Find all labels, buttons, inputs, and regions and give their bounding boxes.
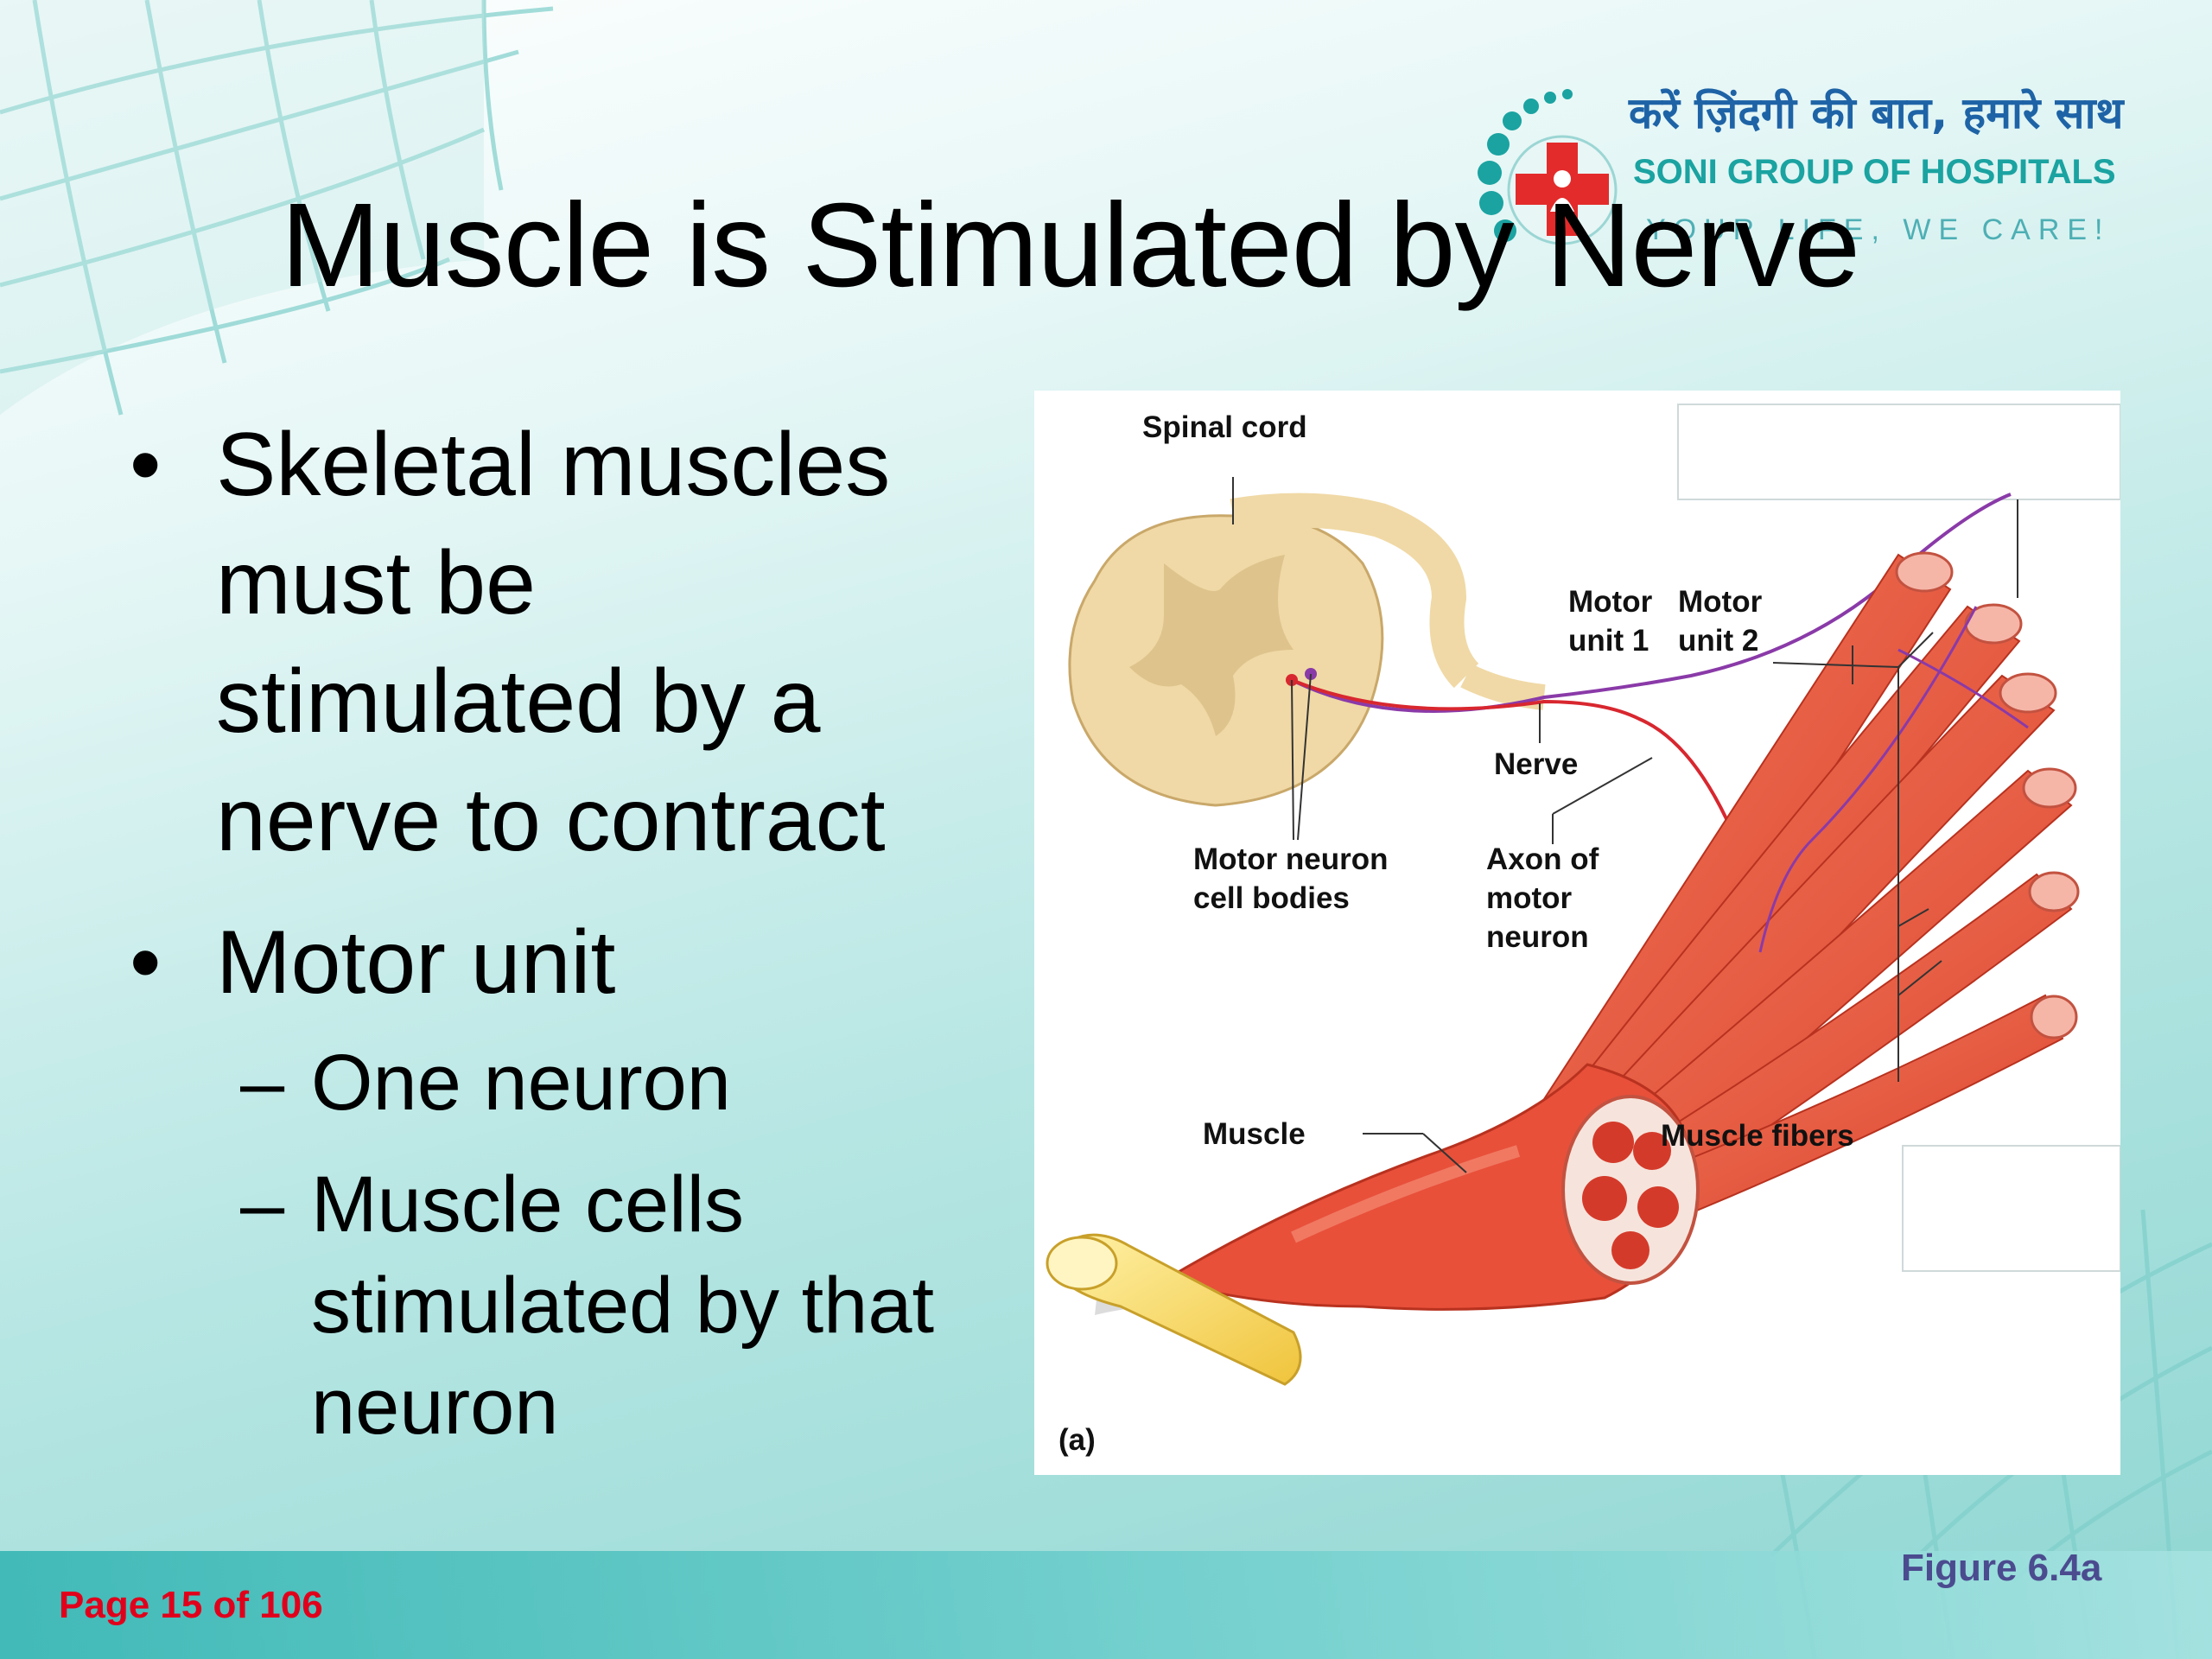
label-line: unit 1: [1568, 624, 1649, 658]
bullet-line: nerve to contract: [216, 770, 886, 870]
label-line: cell bodies: [1193, 881, 1350, 915]
logo-hindi-tagline: करें ज़िंदगी की बात, हमारे साथ: [1629, 88, 2124, 138]
label-muscle: Muscle: [1203, 1117, 1306, 1151]
logo-hospital-name: SONI GROUP OF HOSPITALS: [1633, 153, 2116, 191]
sub-bullet-dash-icon: –: [240, 1160, 285, 1249]
motor-unit-figure: Spinal cord Motor unit 1 Motor unit 2 Ne…: [1034, 391, 2120, 1475]
label-spinal-cord: Spinal cord: [1142, 410, 1307, 444]
sub-bullet-line: One neuron: [311, 1039, 731, 1127]
bullet-line: Motor unit: [216, 912, 616, 1013]
motor-unit-illustration: [1046, 404, 2120, 1386]
label-line: Motor: [1568, 585, 1653, 619]
figure-caption: Figure 6.4a: [1901, 1547, 2102, 1589]
sub-bullet-item: – One neuron: [130, 1033, 1011, 1134]
bullet-list: • Skeletal muscles must be stimulated by…: [130, 406, 1011, 1478]
bullet-line: must be: [216, 533, 536, 633]
footer-band: [0, 1551, 2212, 1659]
bullet-item: • Motor unit: [130, 904, 1011, 1022]
label-line: Motor neuron: [1193, 842, 1389, 876]
sub-bullet-line: neuron: [311, 1363, 559, 1451]
label-motor-unit-1: Motor unit 1: [1568, 582, 1652, 660]
bullet-line: stimulated by a: [216, 652, 821, 752]
logo-tagline: YOUR LIFE, WE CARE!: [1646, 213, 2111, 246]
label-line: Motor: [1678, 585, 1763, 619]
bullet-dot-icon: •: [130, 415, 162, 515]
label-line: motor: [1486, 881, 1573, 915]
bullet-line: Skeletal muscles: [216, 415, 891, 515]
label-nerve: Nerve: [1494, 747, 1579, 781]
label-line: unit 2: [1678, 624, 1759, 658]
bullet-item: • Skeletal muscles must be stimulated by…: [130, 406, 1011, 880]
label-panel-a: (a): [1058, 1423, 1096, 1457]
label-line: Axon of: [1486, 842, 1599, 876]
sub-bullet-line: stimulated by that: [311, 1262, 935, 1350]
label-motor-neuron-cell-bodies: Motor neuron cell bodies: [1193, 840, 1389, 918]
hospital-logo: करें ज़िंदगी की बात, हमारे साथ SONI GROU…: [1460, 82, 2186, 264]
sub-bullet-item: – Muscle cells stimulated by that neuron: [130, 1154, 1011, 1458]
sub-bullet-dash-icon: –: [240, 1039, 285, 1127]
page-indicator: Page 15 of 106: [59, 1584, 323, 1626]
logo-emblem-icon: [1478, 89, 1618, 245]
bullet-dot-icon: •: [130, 912, 162, 1013]
label-motor-unit-2: Motor unit 2: [1678, 582, 1762, 660]
label-muscle-fibers: Muscle fibers: [1661, 1119, 1854, 1153]
sub-bullet-line: Muscle cells: [311, 1160, 745, 1249]
label-axon-of-motor-neuron: Axon of motor neuron: [1486, 840, 1599, 957]
label-line: neuron: [1486, 920, 1589, 954]
slide-title: Muscle is Stimulated by Nerve: [281, 179, 1860, 312]
